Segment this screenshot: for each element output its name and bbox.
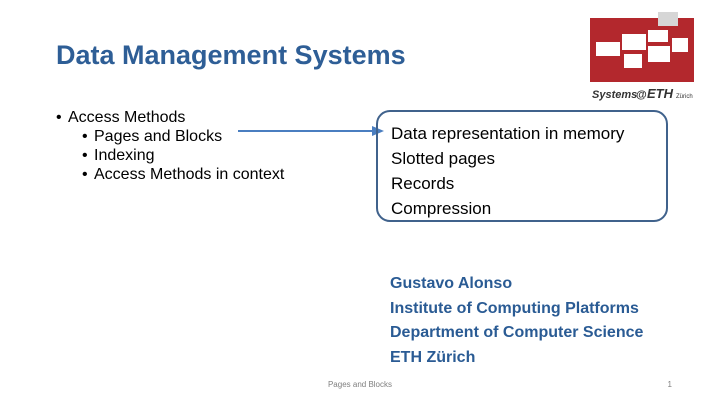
author-block: Gustavo Alonso Institute of Computing Pl… (390, 272, 643, 370)
bullet-text: Access Methods (68, 109, 186, 126)
footer-title: Pages and Blocks (327, 380, 393, 389)
logo-text-eth: ETH (647, 86, 674, 101)
author-name: Gustavo Alonso (390, 275, 513, 292)
author-university: ETH Zürich (390, 348, 476, 366)
arrow-connector (238, 126, 384, 136)
logo-text-at: @ (636, 89, 647, 101)
slide-title: Data Management Systems (56, 40, 406, 70)
bullet-dot: • (82, 147, 88, 164)
page-number: 1 (667, 380, 672, 389)
systems-eth-logo: Systems @ ETH Zürich (590, 12, 694, 101)
sub-bullet-text: Indexing (94, 147, 155, 164)
callout-line: Records (391, 174, 455, 193)
callout-line: Slotted pages (391, 149, 495, 168)
callout-box: Data representation in memory Slotted pa… (376, 110, 668, 222)
callout-line: Compression (391, 199, 492, 218)
bullet-list: • Access Methods • Pages and Blocks • In… (56, 108, 284, 184)
sub-bullet-item: • Indexing (82, 146, 284, 165)
sub-bullet-text: Access Methods in context (94, 166, 285, 183)
logo-text-systems: Systems (592, 89, 637, 101)
sub-bullet-item: • Access Methods in context (82, 165, 284, 184)
author-institute: Institute of Computing Platforms (390, 299, 639, 317)
logo-text-zurich: Zürich (676, 94, 693, 100)
bullet-dot: • (56, 109, 62, 126)
sub-bullet-text: Pages and Blocks (94, 128, 223, 145)
bullet-dot: • (82, 166, 88, 183)
callout-line: Data representation in memory (391, 124, 625, 143)
sub-bullet-item: • Pages and Blocks (82, 127, 284, 146)
author-department: Department of Computer Science (390, 324, 644, 341)
bullet-item-main: • Access Methods (56, 108, 284, 127)
bullet-dot: • (82, 128, 88, 145)
